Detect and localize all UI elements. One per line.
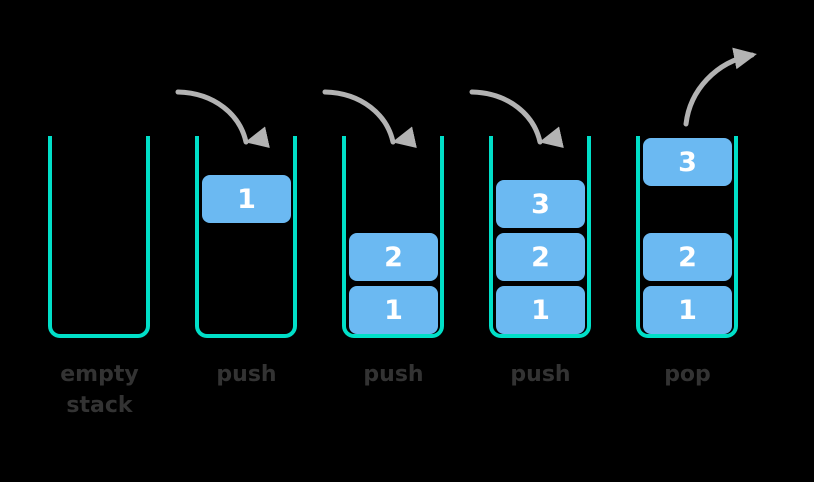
stack-column-push-1: 1 push (173, 0, 320, 482)
stack-container (342, 136, 444, 338)
column-label-push-3: push (510, 362, 571, 387)
column-label-push-2: push (363, 362, 424, 387)
stack-cell-popped: 3 (643, 138, 732, 186)
stack-column-empty-stack: empty stack (26, 0, 173, 482)
stack-cell: 1 (643, 286, 732, 334)
column-label-push-1: push (216, 362, 277, 387)
stack-container (195, 136, 297, 338)
stack-cell: 2 (643, 233, 732, 281)
stack-column-pop: 3 2 1 pop (614, 0, 761, 482)
column-label-pop: pop (664, 362, 711, 387)
stack-cell: 2 (496, 233, 585, 281)
stack-container (48, 136, 150, 338)
stack-cell: 1 (349, 286, 438, 334)
stack-column-push-2: 2 1 push (320, 0, 467, 482)
stack-container (489, 136, 591, 338)
column-label-empty-stack: empty stack (60, 362, 139, 418)
stack-cell: 1 (496, 286, 585, 334)
stack-cell: 3 (496, 180, 585, 228)
stack-cell: 1 (202, 175, 291, 223)
stack-column-push-3: 3 2 1 push (467, 0, 614, 482)
stack-container (636, 136, 738, 338)
stack-cell: 2 (349, 233, 438, 281)
